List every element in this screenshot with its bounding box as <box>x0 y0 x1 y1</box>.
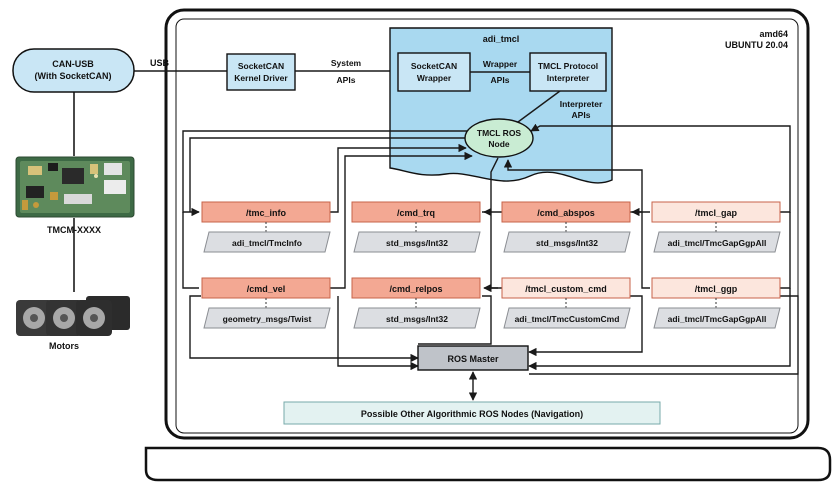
can-usb-label-line1: CAN-USB <box>52 59 94 69</box>
node-line2: Node <box>488 139 510 149</box>
msg-type-box-cmd-abspos <box>503 231 631 253</box>
host-os: UBUNTU 20.04 <box>725 40 788 50</box>
connector-lines <box>182 123 799 401</box>
msg-type-tmcl-gap: adi_tmcl/TmcGapGgpAll <box>668 238 767 248</box>
msg-type-tmcl-ggp: adi_tmcl/TmcGapGgpAll <box>668 314 767 324</box>
topic-name-cmd-relpos: /cmd_relpos <box>389 284 442 294</box>
usb-label: USB <box>150 58 170 68</box>
tmcm-board-image <box>15 156 135 218</box>
node-line1: TMCL ROS <box>477 128 522 138</box>
board-label: TMCM-XXXX <box>47 225 101 235</box>
msg-type-box-tmcl-ggp <box>653 307 781 329</box>
topic-name-tmc-info: /tmc_info <box>246 208 287 218</box>
topic-name-tmcl-ggp: /tmcl_ggp <box>695 284 738 294</box>
interpreter-line2: Interpreter <box>547 73 590 83</box>
other-nodes-box <box>283 401 661 425</box>
msg-type-tmc-info: adi_tmcl/TmcInfo <box>232 238 302 248</box>
msg-type-box-tmcl-gap <box>653 231 781 253</box>
kernel-driver-line1: SocketCAN <box>238 61 284 71</box>
msg-type-cmd-trq: std_msgs/Int32 <box>386 238 448 248</box>
kernel-driver-line2: Kernel Driver <box>234 73 288 83</box>
system-apis-line1: System <box>331 58 362 68</box>
interpreter-apis-line2: APIs <box>572 110 591 120</box>
package-title: adi_tmcl <box>483 34 520 44</box>
wrapper-line2: Wrapper <box>417 73 452 83</box>
topic-name-tmcl-custom-cmd: /tmcl_custom_cmd <box>525 284 607 294</box>
motors-label: Motors <box>49 341 79 351</box>
interpreter-apis-line1: Interpreter <box>560 99 603 109</box>
wrapper-apis-line2: APIs <box>491 75 510 85</box>
interpreter-box <box>529 52 607 92</box>
kernel-driver-box <box>226 53 296 91</box>
socketcan-wrapper-box <box>397 52 471 92</box>
can-usb-adapter <box>12 48 135 93</box>
msg-type-tmcl-custom-cmd: adi_tmcl/TmcCustomCmd <box>515 314 620 324</box>
can-usb-label-line2: (With SocketCAN) <box>35 71 112 81</box>
msg-type-box-cmd-trq <box>353 231 481 253</box>
topic-name-cmd-abspos: /cmd_abspos <box>537 208 595 218</box>
msg-type-box-tmcl-custom-cmd <box>503 307 631 329</box>
host-arch: amd64 <box>759 29 788 39</box>
msg-type-cmd-vel: geometry_msgs/Twist <box>223 314 312 324</box>
tmcl-ros-node <box>464 118 534 158</box>
wrapper-apis-line1: Wrapper <box>483 59 518 69</box>
wrapper-line1: SocketCAN <box>411 61 457 71</box>
msg-type-box-cmd-vel <box>203 307 331 329</box>
ros-master-label: ROS Master <box>447 354 499 364</box>
topic-name-cmd-vel: /cmd_vel <box>247 284 286 294</box>
topic-name-cmd-trq: /cmd_trq <box>397 208 435 218</box>
ros-master-box <box>417 345 529 371</box>
msg-type-cmd-relpos: std_msgs/Int32 <box>386 314 448 324</box>
topics-group: /tmc_info adi_tmcl/TmcInfo/cmd_trq std_msg… <box>201 201 781 329</box>
laptop-base <box>144 446 832 482</box>
system-apis-line2: APIs <box>337 75 356 85</box>
topic-name-tmcl-gap: /tmcl_gap <box>695 208 738 218</box>
interpreter-line1: TMCL Protocol <box>538 61 598 71</box>
other-nodes-label: Possible Other Algorithmic ROS Nodes (Na… <box>361 409 583 419</box>
msg-type-cmd-abspos: std_msgs/Int32 <box>536 238 598 248</box>
msg-type-box-cmd-relpos <box>353 307 481 329</box>
motors-image <box>16 296 130 336</box>
msg-type-box-tmc-info <box>203 231 331 253</box>
